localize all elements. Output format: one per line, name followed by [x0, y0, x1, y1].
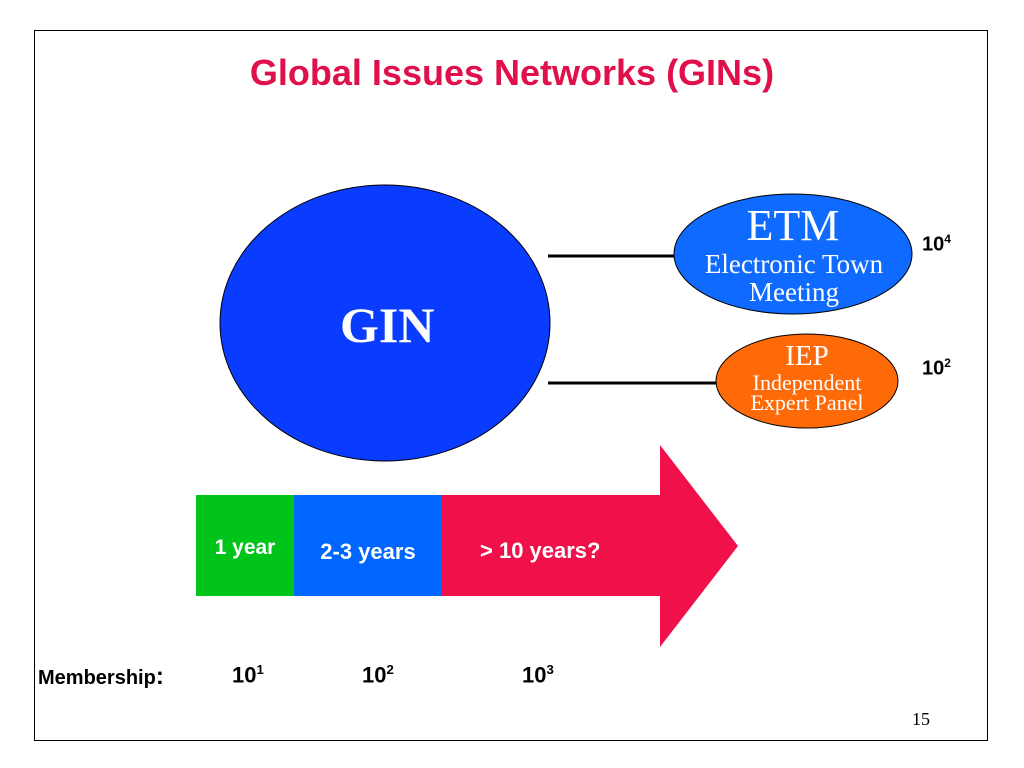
membership-value-3: 103	[522, 662, 554, 688]
membership-colon: :	[155, 663, 164, 690]
page-number: 15	[912, 709, 930, 729]
timeline-segment-2-3-years	[293, 495, 441, 596]
membership-row: Membership:	[38, 663, 164, 691]
gin-label: GIN	[340, 297, 435, 353]
iep-line1: Independent	[752, 370, 862, 395]
slide-frame	[34, 30, 988, 741]
timeline-label-10-years: > 10 years?	[480, 538, 601, 563]
iep-size: 102	[922, 356, 951, 380]
membership-value-2: 102	[362, 662, 394, 688]
gin-circle	[219, 184, 551, 462]
membership-label: Membership	[38, 667, 156, 689]
slide-title: Global Issues Networks (GINs)	[249, 52, 775, 93]
membership-value-1: 101	[232, 662, 264, 688]
iep-ellipse	[715, 333, 899, 429]
iep-abbr: IEP	[785, 340, 829, 372]
timeline-label-1-year: 1 year	[214, 536, 276, 559]
etm-ellipse	[673, 193, 913, 315]
etm-abbr: ETM	[746, 201, 840, 250]
etm-line1: Electronic Town	[704, 249, 884, 279]
etm-line2: Meeting	[749, 277, 839, 307]
timeline-label-2-3-years: 2-3 years	[320, 539, 416, 564]
etm-size: 104	[922, 232, 951, 256]
iep-line2: Expert Panel	[750, 390, 864, 415]
timeline-segment-1-year	[196, 495, 294, 596]
timeline-arrow	[440, 445, 738, 647]
